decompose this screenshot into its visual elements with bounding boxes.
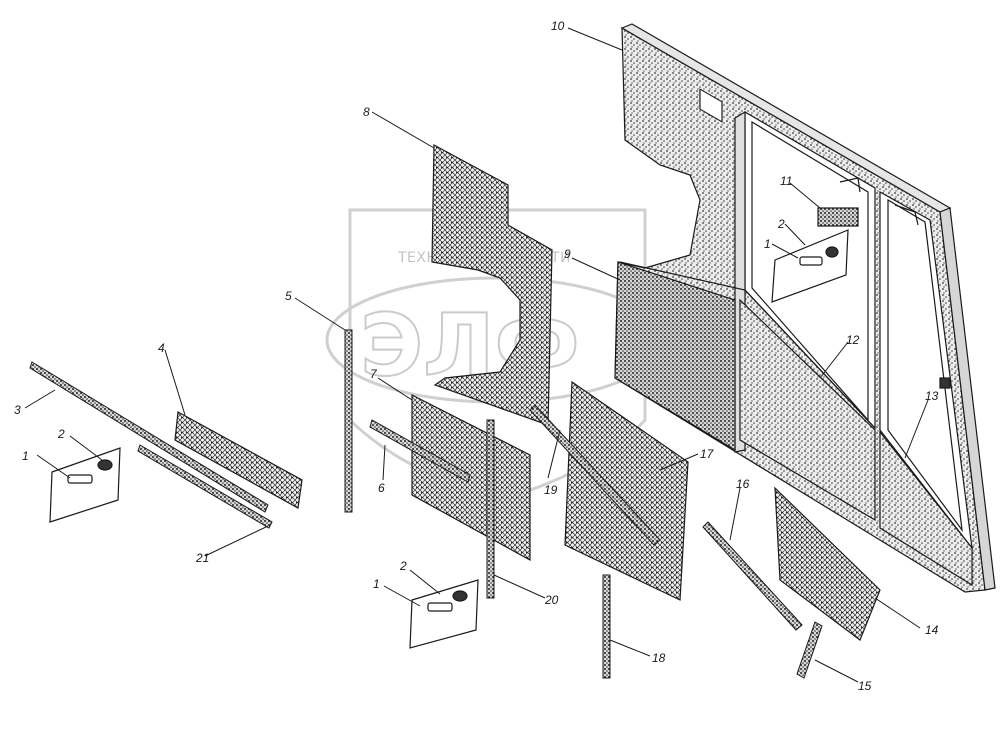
bolt-group-right [771,229,849,303]
washer-icon [825,246,839,258]
bolt-icon [67,474,93,484]
callout-13: 13 [925,389,939,403]
callout-12: 12 [846,333,860,347]
strip-20 [486,419,495,599]
callout-4: 4 [158,341,165,355]
callout-2-left: 2 [57,427,65,441]
panel-9 [614,261,736,452]
callout-16: 16 [736,477,750,491]
bolt-icon [799,256,823,266]
callout-18: 18 [652,651,666,665]
pad-11 [817,207,859,227]
strip-6 [369,419,471,483]
washer-icon [452,590,468,602]
fasteners [49,229,849,649]
callout-1-right: 1 [764,237,771,251]
callout-19: 19 [544,483,558,497]
callout-10: 10 [551,19,565,33]
callout-7: 7 [370,367,378,381]
strip-5 [344,329,353,513]
callout-14: 14 [925,623,939,637]
felt-7 [411,394,531,562]
leader-lines [24,27,929,683]
bolt-group-left [49,447,121,523]
callout-17: 17 [700,447,715,461]
callout-8: 8 [363,105,370,119]
callout-15: 15 [858,679,872,693]
strips [29,329,823,679]
felt-14 [774,486,881,641]
callout-5: 5 [285,289,292,303]
callout-11: 11 [780,174,792,188]
callout-6: 6 [378,481,385,495]
bolt-icon [427,602,453,612]
strip-16 [702,521,803,631]
callout-9: 9 [564,247,571,261]
callout-20: 20 [544,593,559,607]
felt-4 [174,411,303,509]
panel-12 [739,298,876,522]
callout-1-left: 1 [22,449,29,463]
strip-18 [602,574,611,679]
felt-17 [564,380,689,601]
felt-8 [431,144,553,426]
panel-13 [879,430,973,587]
callout-1-middle: 1 [373,577,380,591]
callout-21: 21 [195,551,209,565]
washer-icon [97,459,113,471]
callout-3: 3 [14,403,21,417]
bolt-group-middle [409,579,479,649]
strip-19 [529,404,661,546]
strip-3 [29,361,269,513]
callout-2-right: 2 [777,217,785,231]
strip-21 [137,444,273,529]
callout-2-middle: 2 [399,559,407,573]
callouts: 1 2 3 4 5 6 7 8 9 10 11 2 1 12 13 14 15 … [14,19,939,693]
strip-15 [796,621,823,679]
